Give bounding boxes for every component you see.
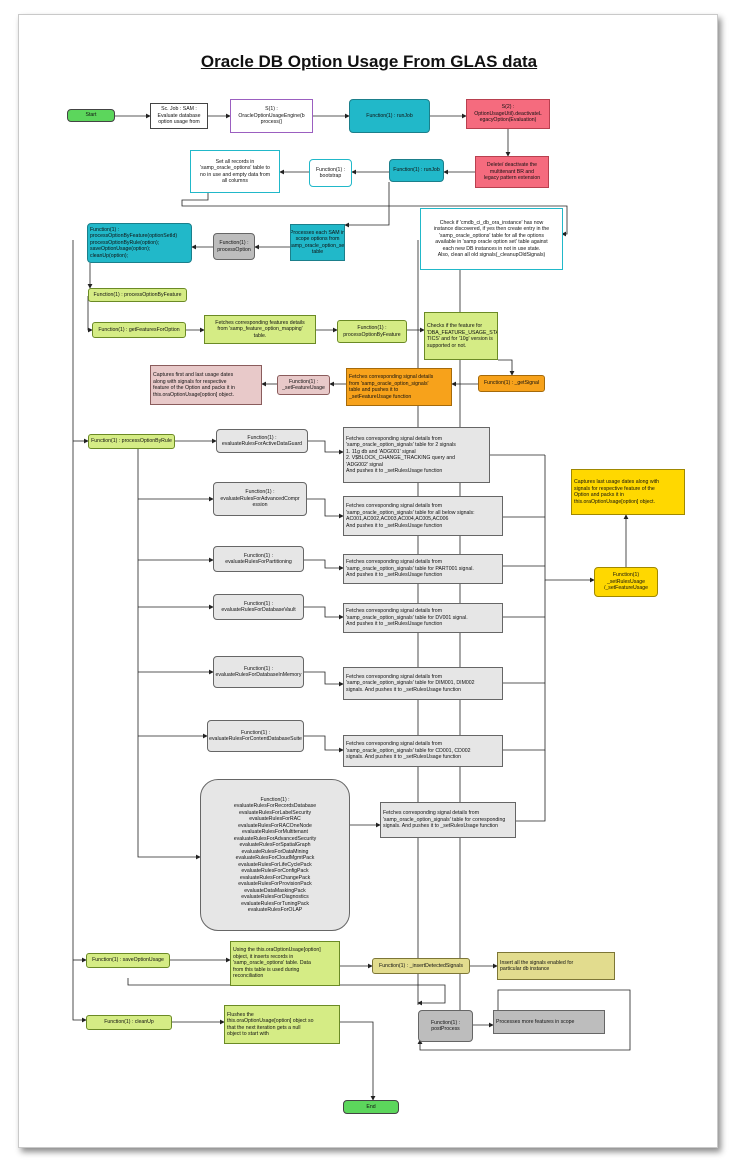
eval-partitioning-node: Function(1) : evaluateRulesForPartitioni… bbox=[213, 546, 304, 572]
edge-runjob-processes bbox=[344, 182, 390, 228]
bootstrap-node: Function(1) : bootstrap bbox=[309, 159, 352, 187]
flushes-node: Flushes the this.oraOptionUsage[option] … bbox=[224, 1005, 340, 1044]
edge-flushes-end bbox=[340, 1021, 376, 1101]
edge-checks-getsignal bbox=[498, 359, 515, 376]
process-option-by-feature-node: Function(1) : processOptionByFeature bbox=[88, 288, 187, 302]
edge-cds-fetch bbox=[304, 735, 344, 753]
fetch-cds-node: Fetches corresponding signal details fro… bbox=[343, 735, 503, 767]
eval-database-inmemory-node: Function(1) : evaluateRulesForDatabaseIn… bbox=[213, 656, 304, 688]
fetch-signal-orange-node: Fetches corresponding signal details fro… bbox=[346, 368, 452, 406]
set-rules-usage-node: Function(1) _setRulesUsage /_setFeatureU… bbox=[594, 567, 658, 597]
edge-feature-get bbox=[87, 296, 93, 333]
end-node: End bbox=[343, 1100, 399, 1114]
eval-active-data-guard-node: Function(1) : evaluateRulesForActiveData… bbox=[216, 429, 308, 453]
delete-deactivate-node: Delete/ deactivate the multitenant BR an… bbox=[475, 156, 549, 188]
cleanup-node: Function(1) : cleanUp bbox=[86, 1015, 172, 1030]
s2-deactivate-node: S(2) : OptionUsageUtil).deactivateL egac… bbox=[466, 99, 550, 129]
edge-part-fetch bbox=[304, 559, 344, 571]
save-option-usage-node: Function(1) : saveOptionUsage bbox=[86, 953, 170, 968]
post-process-node: Function(1) : postProcess bbox=[418, 1010, 473, 1042]
runjob-mid-node: Function(1) : runJob bbox=[389, 159, 444, 182]
runjob-top-node: Function(1) : runJob bbox=[349, 99, 430, 133]
fetch-features-node: Fetches corresponding features details f… bbox=[204, 315, 316, 344]
using-ora-option-usage-node: Using the this.oraOptionUsage[option] ob… bbox=[230, 941, 340, 986]
processes-each-sam-node: Processes each SAM in scope options from… bbox=[290, 224, 345, 261]
check-cmdb-node: Check if 'cmdb_ci_db_ora_instance' has n… bbox=[420, 208, 563, 270]
s1-process-node: S(1) : OracleOptionUsageEngine(b process… bbox=[230, 99, 313, 133]
fetch-adg-node: Fetches corresponding signal details fro… bbox=[343, 427, 490, 483]
fetch-ac-node: Fetches corresponding signal details fro… bbox=[343, 496, 503, 536]
eval-many-node: Function(1) : evaluateRulesForRecordsDat… bbox=[200, 779, 350, 931]
edge-adg-fetch bbox=[308, 440, 344, 455]
edge-dim-fetch bbox=[304, 671, 344, 687]
insert-all-signals-node: Insert all the signals enabled for parti… bbox=[497, 952, 615, 980]
fetch-part-node: Fetches corresponding signal details fro… bbox=[343, 554, 503, 584]
processes-more-node: Processes more features in scope bbox=[493, 1010, 605, 1034]
scheduled-job-node: Sc. Job : SAM : Evaluate database option… bbox=[150, 103, 208, 129]
process-option-node: Function(1) : processOption bbox=[213, 233, 255, 260]
get-signal-node: Function(1) : _getSignal bbox=[478, 375, 545, 392]
set-records-node: Set all records in 'samp_oracle_options'… bbox=[190, 150, 280, 193]
get-features-node: Function(1) : getFeaturesForOption bbox=[92, 322, 186, 338]
insert-detected-signals-node: Function(1) : _insertDetectedSignals bbox=[372, 958, 470, 974]
fetch-dim-node: Fetches corresponding signal details fro… bbox=[343, 667, 503, 700]
process-option-multi-node: Function(1) : processOptionByFeature(opt… bbox=[87, 223, 192, 263]
eval-database-vault-node: Function(1) : evaluateRulesForDatabaseVa… bbox=[213, 594, 304, 620]
edge-ac-fetch bbox=[307, 498, 344, 519]
set-feature-usage-node: Function(1) : _setFeatureUsage bbox=[277, 375, 330, 395]
fetch-dv-node: Fetches corresponding signal details fro… bbox=[343, 603, 503, 633]
eval-advanced-compression-node: Function(1) : evaluateRulesForAdvancedCo… bbox=[213, 482, 307, 516]
edge-post-loop bbox=[417, 989, 631, 1051]
edge-rule-vertical bbox=[137, 449, 201, 860]
captures-last-node: Captures last usage dates along with sig… bbox=[571, 469, 685, 515]
process-option-by-rule-node: Function(1) : processOptionByRule bbox=[88, 434, 175, 449]
captures-first-last-node: Captures first and last usage dates alon… bbox=[150, 365, 262, 405]
eval-content-database-suite-node: Function(1) : evaluateRulesForContentDat… bbox=[207, 720, 304, 752]
diagram-title: Oracle DB Option Usage From GLAS data bbox=[200, 52, 538, 71]
edge-save-back bbox=[127, 978, 446, 1006]
edge-trunk bbox=[72, 240, 87, 1023]
checks-feature-node: Checks if the feature for 'DBA_FEATURE_U… bbox=[424, 312, 498, 360]
edge-dv-fetch bbox=[304, 606, 344, 620]
process-option-by-feature-2-node: Function(1) : processOptionByFeature bbox=[337, 320, 407, 343]
start-node: Start bbox=[67, 109, 115, 122]
edge-set-check bbox=[181, 190, 568, 237]
fetch-many-node: Fetches corresponding signal details fro… bbox=[380, 802, 516, 838]
